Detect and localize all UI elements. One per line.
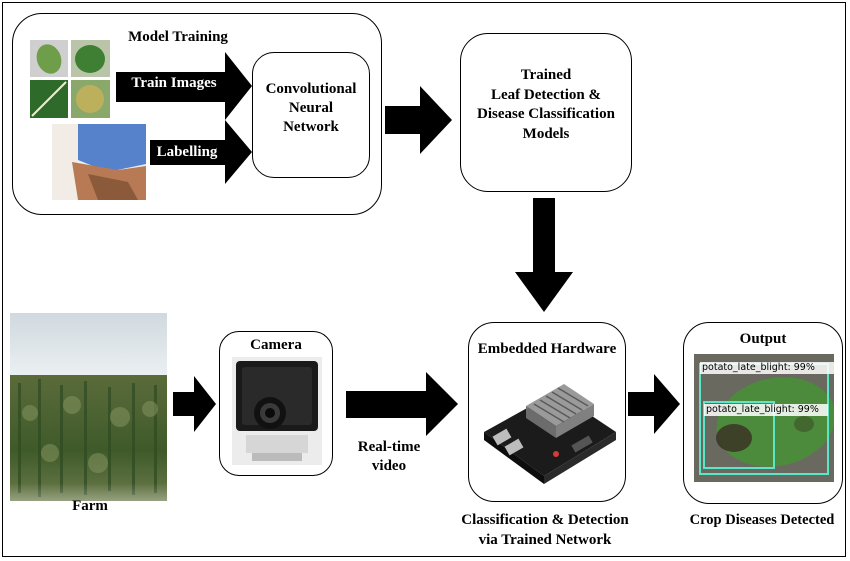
- embedded-hardware-title: Embedded Hardware: [477, 341, 617, 357]
- cnn-line-2: Neural: [288, 99, 334, 116]
- detection-label-2: potato_late_blight: 99%: [706, 404, 819, 415]
- output-caption: Crop Diseases Detected: [689, 512, 835, 528]
- farm-image: [10, 313, 167, 541]
- trained-line-3: Disease Classification: [477, 106, 615, 122]
- train-images-thumbnails: [30, 40, 110, 118]
- trained-to-hardware-arrow: [515, 198, 573, 312]
- cnn-box: [252, 52, 370, 178]
- trained-line-4: Models: [522, 125, 570, 142]
- hardware-caption-line-1: Classification & Detection: [461, 512, 629, 528]
- farm-to-camera-arrow: [173, 376, 216, 432]
- cnn-label: Convolutional Neural Network: [252, 80, 370, 136]
- embedded-board-image: [476, 362, 620, 492]
- realtime-line-1: Real-time: [357, 439, 421, 455]
- camera-title: Camera: [250, 337, 302, 353]
- farm-label: Farm: [72, 498, 108, 514]
- labelling-arrow: [150, 120, 252, 184]
- hardware-caption-line-2: via Trained Network: [478, 531, 612, 548]
- cnn-line-3: Network: [283, 118, 339, 135]
- train-images-arrow: [116, 52, 252, 120]
- labelling-label: Labelling: [156, 144, 218, 160]
- cnn-to-trained-arrow: [385, 86, 452, 154]
- hardware-caption: Classification & Detection via Trained N…: [440, 511, 650, 550]
- camera-to-hardware-arrow: [346, 372, 458, 436]
- train-images-label: Train Images: [131, 75, 217, 91]
- model-training-title: Model Training: [128, 29, 228, 45]
- hardware-to-output-arrow: [628, 374, 680, 434]
- labelling-thumbnail: [38, 124, 146, 200]
- realtime-video-label: Real-time video: [344, 438, 434, 476]
- realtime-line-2: video: [371, 457, 407, 474]
- camera-image: [232, 357, 322, 465]
- trained-models-label: Trained Leaf Detection & Disease Classif…: [460, 66, 632, 144]
- output-title: Output: [739, 331, 787, 347]
- trained-line-1: Trained: [520, 67, 572, 83]
- trained-models-box: [460, 33, 632, 192]
- cnn-line-1: Convolutional: [265, 81, 357, 97]
- trained-line-2: Leaf Detection &: [491, 86, 601, 103]
- detection-label-1: potato_late_blight: 99%: [702, 362, 815, 373]
- output-detection-image: potato_late_blight: 99% potato_late_blig…: [694, 354, 834, 482]
